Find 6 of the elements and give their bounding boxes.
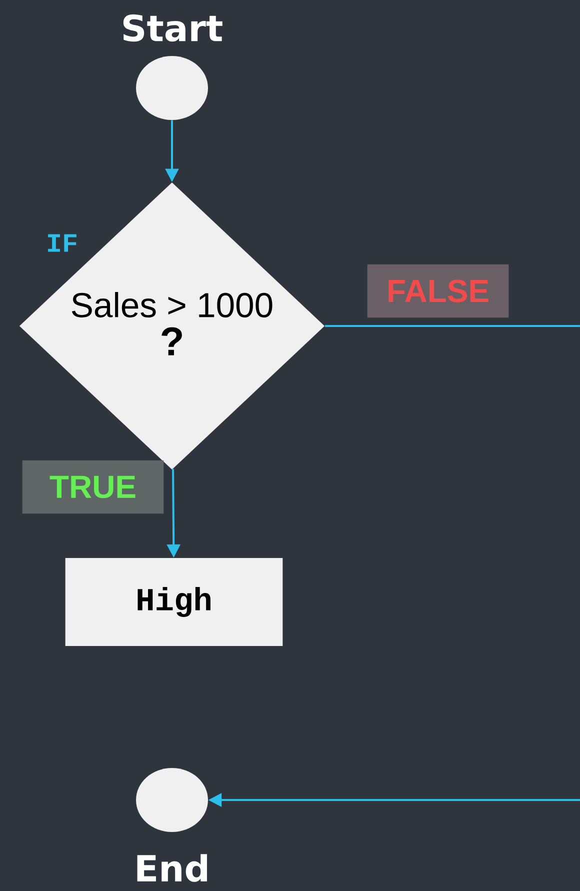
edge-label: FALSE	[367, 264, 509, 318]
process-box: High	[65, 558, 283, 646]
keyword-label: IF	[48, 234, 76, 252]
edge-label: TRUE	[22, 460, 164, 514]
terminal-label: End	[137, 854, 207, 882]
terminal-label: Start	[123, 14, 222, 42]
